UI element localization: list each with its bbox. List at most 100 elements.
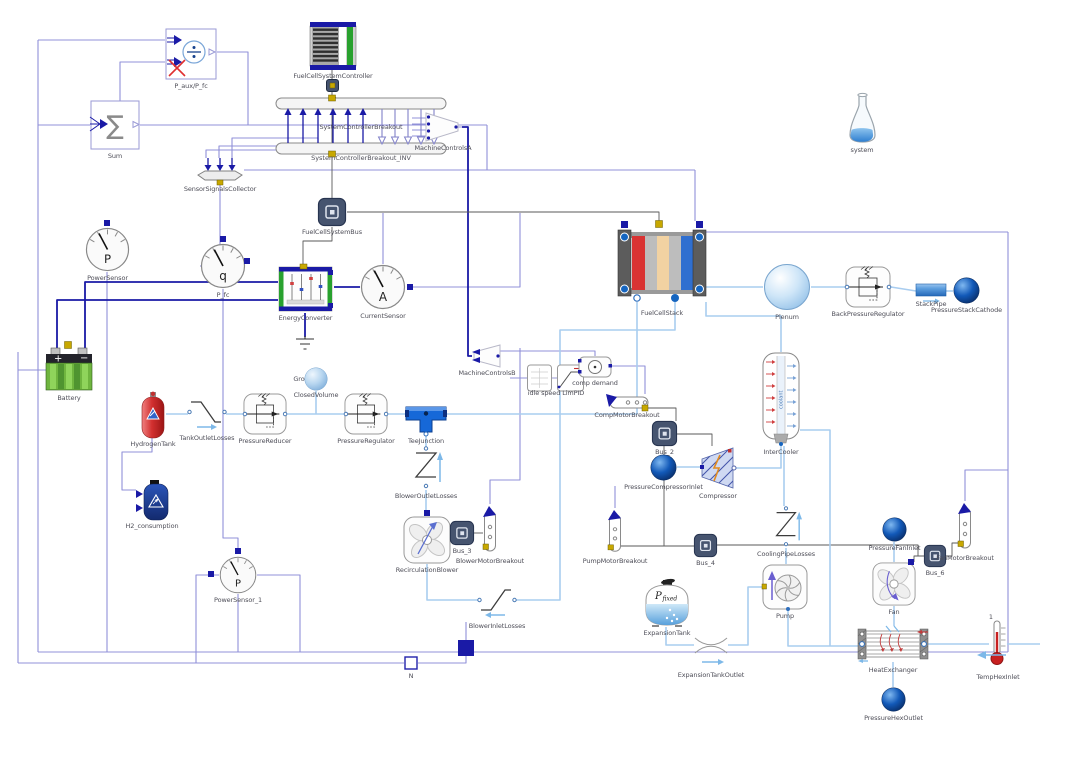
component-current-sensor[interactable]: A	[360, 264, 406, 310]
component-energy-converter[interactable]	[278, 263, 333, 312]
connection-wire[interactable]	[121, 438, 153, 491]
connection-wire[interactable]	[195, 574, 219, 663]
component-pressure-regulator[interactable]	[343, 393, 389, 435]
component-idle-speed-limpid[interactable]	[527, 363, 585, 393]
component-pump[interactable]	[761, 564, 808, 611]
component-system-controller-breakout[interactable]	[275, 94, 447, 158]
connection-wire[interactable]	[705, 302, 782, 352]
component-pressure-compressor-inlet[interactable]	[650, 454, 677, 481]
connection-wire[interactable]	[413, 213, 521, 288]
component-node-n[interactable]	[404, 656, 418, 670]
component-heat-exchanger[interactable]	[857, 625, 929, 663]
component-p-fc[interactable]: q	[200, 243, 246, 289]
component-port-pfc-right[interactable]	[244, 258, 250, 264]
component-port-pfc-top[interactable]	[220, 236, 226, 242]
connection-wire[interactable]	[946, 542, 958, 557]
component-tank-outlet-losses[interactable]	[187, 396, 227, 432]
component-ground[interactable]	[295, 336, 315, 352]
component-pressure-hex-outlet[interactable]	[881, 687, 906, 712]
component-battery[interactable]: + −	[45, 347, 93, 392]
component-expansion-tank[interactable]: P fixed	[644, 578, 690, 627]
connection-wire[interactable]	[728, 586, 762, 646]
component-stack-pipe[interactable]	[915, 283, 947, 304]
component-port-power-sensor-top[interactable]	[104, 220, 110, 226]
component-p-aux-p-fc[interactable]	[165, 28, 217, 80]
connection-wire[interactable]	[257, 574, 301, 652]
connection-wire[interactable]	[217, 51, 249, 125]
component-bus-6[interactable]	[923, 544, 947, 568]
component-port-stack-left[interactable]	[621, 221, 628, 228]
component-comp-demand[interactable]	[578, 356, 612, 378]
component-fan[interactable]	[872, 562, 916, 606]
component-blower-inlet-losses[interactable]	[477, 584, 517, 620]
component-port-battery-gold[interactable]	[64, 341, 72, 349]
component-pressure-stack-cathode[interactable]	[953, 277, 980, 304]
component-closed-volume[interactable]	[304, 367, 328, 391]
component-pressure-reducer[interactable]	[242, 393, 288, 435]
component-system[interactable]	[845, 92, 879, 144]
connection-wire[interactable]	[347, 211, 660, 221]
connection-wire[interactable]	[302, 227, 333, 266]
component-back-pressure-regulator[interactable]	[844, 266, 892, 308]
component-bb[interactable]	[326, 79, 339, 92]
connection-wire[interactable]	[205, 149, 283, 158]
node-junction-icon	[458, 640, 474, 656]
connection-wire[interactable]	[462, 126, 472, 357]
component-machine-controls-b[interactable]	[472, 344, 502, 368]
component-port-power-sensor1-top[interactable]	[235, 548, 241, 554]
component-cooling-pipe-losses[interactable]	[770, 506, 802, 548]
connection-wire[interactable]	[612, 365, 646, 394]
component-tee-junction[interactable]	[405, 399, 447, 437]
component-sensor-signals-collector[interactable]	[196, 158, 244, 186]
component-sum[interactable]: ∑	[89, 100, 141, 150]
component-bus-4[interactable]	[693, 533, 718, 558]
connection-wire[interactable]	[84, 281, 278, 350]
connection-wire[interactable]	[56, 299, 278, 350]
component-hex-inlet-arrow[interactable]	[976, 649, 1008, 661]
connection-wire[interactable]	[426, 564, 478, 601]
component-hydrogen-tank[interactable]	[141, 391, 165, 439]
component-port-fan-right[interactable]	[908, 559, 914, 565]
component-fuel-cell-system-bus[interactable]	[317, 197, 347, 227]
component-port-stack-right[interactable]	[696, 221, 703, 228]
component-compressor[interactable]	[700, 446, 737, 490]
component-bus-3[interactable]	[449, 520, 475, 546]
connection-wire[interactable]	[913, 555, 924, 562]
component-port-current-sensor-right[interactable]	[407, 284, 413, 290]
component-h2-consumption[interactable]	[136, 480, 169, 521]
connection-wire[interactable]	[964, 469, 1008, 501]
connection-wire[interactable]	[800, 429, 831, 646]
connection-wire[interactable]	[645, 407, 677, 421]
component-pressure-fan-inlet[interactable]	[882, 517, 907, 542]
component-intercooler[interactable]: coolant	[762, 352, 800, 446]
component-fuel-cell-system-controller[interactable]	[309, 22, 357, 70]
component-power-sensor-1[interactable]: P	[219, 556, 257, 594]
component-power-sensor[interactable]: P	[85, 227, 130, 272]
connection-wire[interactable]	[447, 302, 638, 415]
connection-wire[interactable]	[418, 656, 467, 664]
component-port-stack-gold[interactable]	[655, 220, 663, 228]
component-recirculation-blower[interactable]	[403, 516, 451, 564]
component-blower-outlet-losses[interactable]	[409, 446, 443, 490]
connection-wire[interactable]	[665, 627, 694, 646]
component-blower-motor-breakout[interactable]	[482, 506, 497, 554]
component-pump-motor-breakout[interactable]	[607, 510, 622, 554]
connection-wire[interactable]	[498, 350, 596, 356]
connection-wire[interactable]	[787, 610, 858, 647]
component-bus-2[interactable]	[651, 420, 678, 447]
label-sum: Sum	[107, 152, 123, 160]
connection-wire[interactable]	[677, 433, 713, 446]
component-fuel-cell-stack[interactable]	[617, 229, 707, 302]
component-plenum[interactable]	[763, 263, 811, 311]
component-port-blower-top[interactable]	[424, 510, 430, 516]
connection-wire[interactable]	[516, 302, 676, 601]
component-machine-controls-a[interactable]	[424, 112, 462, 142]
component-comp-motor-breakout[interactable]	[604, 394, 650, 412]
component-node-junction[interactable]	[458, 640, 474, 656]
component-port-power-sensor1-left[interactable]	[208, 571, 214, 577]
component-expansion-tank-outlet[interactable]	[694, 636, 728, 666]
connection-wire[interactable]	[890, 286, 917, 292]
connection-wire[interactable]	[736, 446, 782, 469]
intercooler-icon: coolant	[762, 352, 800, 446]
component-fan-motor-breakout[interactable]	[957, 503, 972, 551]
